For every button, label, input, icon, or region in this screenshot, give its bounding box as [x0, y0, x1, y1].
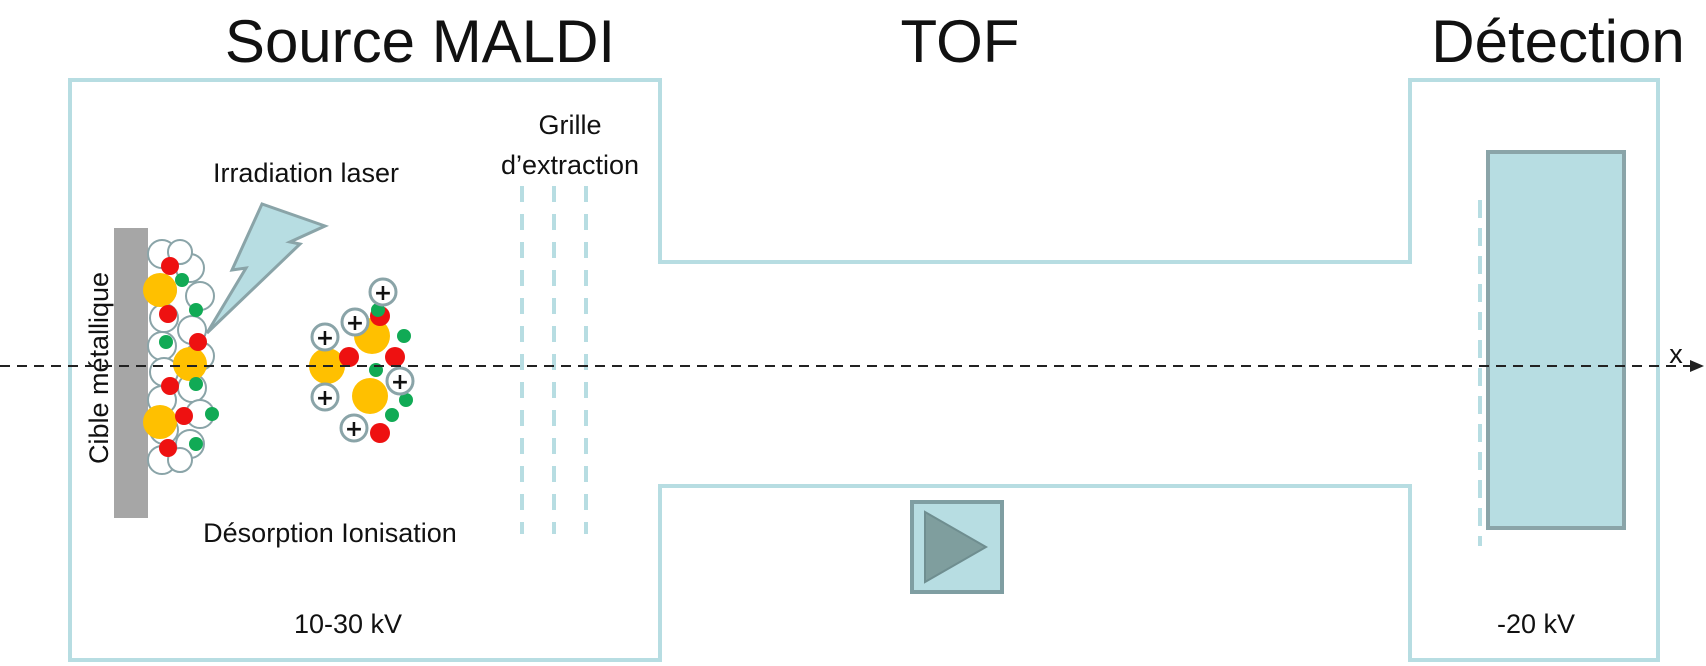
svg-text:+: +: [316, 386, 334, 411]
red-particles: [159, 257, 207, 457]
desorption-label: Désorption Ionisation: [203, 518, 457, 548]
axis-label: x: [1669, 339, 1683, 369]
analyte-molecules: [143, 273, 207, 439]
svg-text:+: +: [374, 281, 392, 306]
title-source-maldi: Source MALDI: [225, 8, 615, 75]
source-voltage: 10-30 kV: [294, 609, 402, 639]
title-tof: TOF: [901, 8, 1020, 75]
svg-text:+: +: [345, 417, 363, 442]
axis-arrowhead: [1690, 360, 1704, 372]
grid-label-line2: d’extraction: [501, 150, 639, 180]
svg-text:+: +: [316, 326, 334, 351]
extraction-grid: [520, 186, 588, 534]
positive-ions: + + + + + +: [310, 277, 415, 443]
ion-cloud: + + + + + +: [309, 277, 415, 443]
laser-label: Irradiation laser: [213, 158, 399, 188]
svg-text:+: +: [346, 311, 364, 336]
svg-text:+: +: [391, 370, 409, 395]
title-detection: Détection: [1431, 8, 1684, 75]
detector-voltage: -20 kV: [1497, 609, 1575, 639]
instrument-outline: [68, 78, 1660, 662]
laser-bolt-icon: [205, 202, 330, 335]
green-particles: [159, 273, 219, 451]
detector: [1486, 150, 1626, 530]
grid-label-line1: Grille: [538, 110, 601, 140]
play-arrow-icon: [924, 510, 989, 584]
target-label: Cible métallique: [84, 272, 114, 464]
metallic-target: [114, 228, 148, 518]
